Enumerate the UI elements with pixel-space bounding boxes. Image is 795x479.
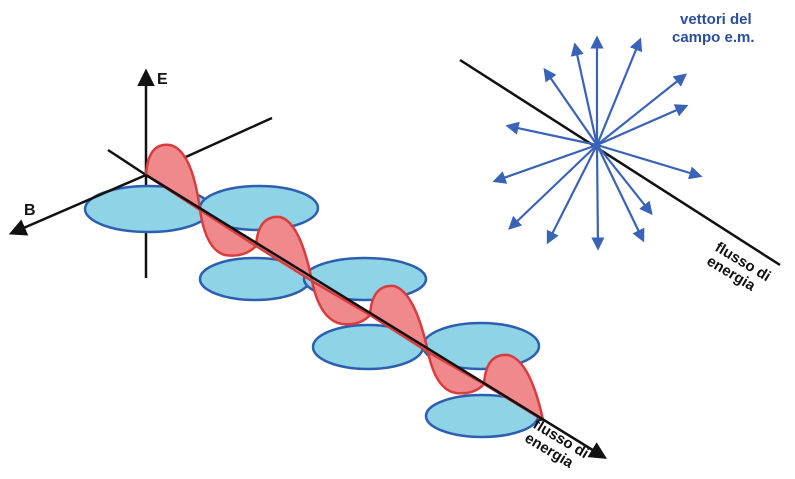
flow-label-right: flusso di energia — [704, 239, 774, 295]
electric-lobe-up-4 — [482, 353, 545, 422]
field-vector-arrow — [595, 37, 643, 146]
field-vector-arrow — [596, 143, 703, 180]
field-vector-arrow — [596, 73, 688, 146]
propagation-axis-right — [459, 58, 781, 267]
electric-lobe-up-3 — [368, 284, 430, 354]
flow-label-left: flusso di energia — [522, 416, 592, 472]
field-vector-arrow — [596, 144, 645, 243]
field-vector-arrow — [543, 67, 598, 146]
vectors-label-line1: vettori del — [680, 11, 752, 28]
field-vector-arrow — [492, 143, 598, 184]
field-vector-arrow — [508, 144, 598, 230]
magnetic-field-lobes — [83, 184, 541, 439]
vectors-label: vettori del campo e.m. — [672, 11, 755, 46]
propagation-axis-tail — [107, 148, 147, 177]
electric-lobe-up-2 — [254, 215, 314, 283]
field-vector-arrow — [505, 121, 598, 147]
propagation-axis — [145, 173, 607, 459]
vectors-label-line2: campo e.m. — [672, 29, 755, 46]
b-axis-front — [8, 173, 147, 236]
electric-lobe-down-1 — [198, 208, 258, 257]
electric-lobe-down-3 — [426, 350, 486, 395]
field-vector-arrow — [546, 144, 598, 245]
e-axis-label: E — [157, 71, 168, 88]
electric-field-wave — [144, 143, 545, 422]
electric-lobe-up-1 — [144, 143, 202, 212]
b-axis-label: B — [24, 202, 36, 219]
electric-lobe-down-2 — [310, 279, 372, 326]
field-vector-arrow — [570, 42, 599, 146]
field-vector-arrow — [596, 144, 653, 216]
field-vector-arrow — [591, 144, 605, 251]
field-vector-arrow — [596, 104, 689, 147]
field-vectors — [492, 35, 703, 251]
